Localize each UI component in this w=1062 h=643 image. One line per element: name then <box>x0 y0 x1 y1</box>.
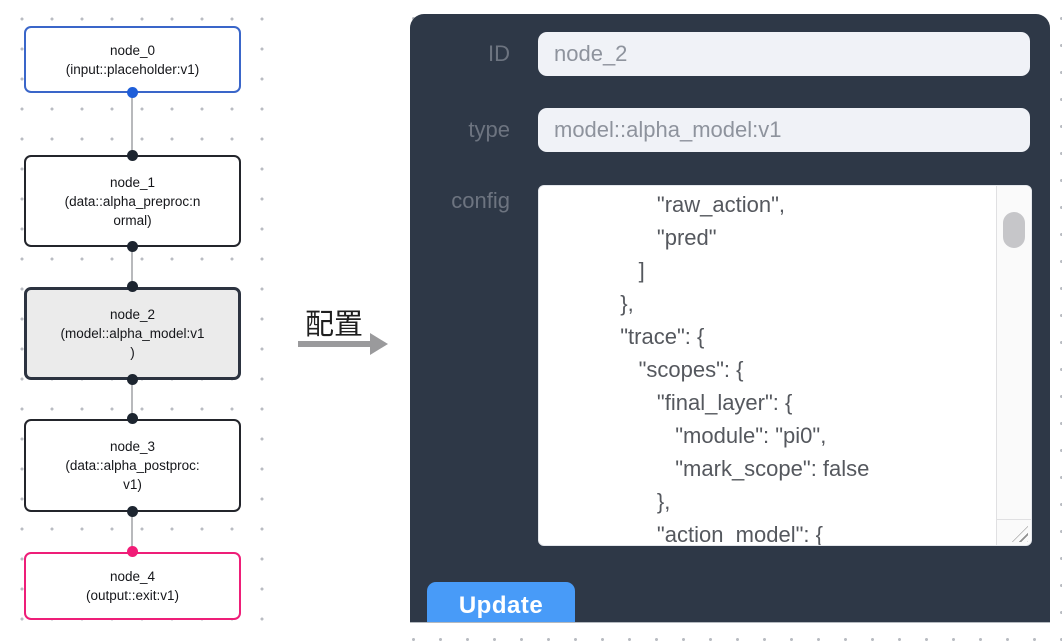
node-config-panel: ID type config "raw_action", "pred" ] },… <box>410 14 1050 622</box>
port-node_2-input[interactable] <box>127 281 138 292</box>
port-node_2-output[interactable] <box>127 374 138 385</box>
node-label-line: (model::alpha_model:v1 <box>60 326 205 341</box>
node-label-line: node_3 <box>109 439 156 454</box>
port-node_1-output[interactable] <box>127 241 138 252</box>
config-field-label: config <box>451 188 510 213</box>
flow-node-node_2-selected[interactable]: node_2 (model::alpha_model:v1 ) <box>24 287 241 380</box>
resize-handle-icon[interactable] <box>1012 526 1028 542</box>
config-json-text[interactable]: "raw_action", "pred" ] }, "trace": { "sc… <box>620 192 870 545</box>
node-label-line: (output::exit:v1) <box>85 588 180 603</box>
flow-edge <box>131 247 133 287</box>
id-field-label: ID <box>488 41 510 66</box>
node-label-line: node_2 <box>109 307 156 322</box>
flow-canvas: node_0 (input::placeholder:v1) node_1 (d… <box>0 0 283 643</box>
flow-edge <box>131 380 133 419</box>
port-node_3-input[interactable] <box>127 413 138 424</box>
node-label-line: (input::placeholder:v1) <box>65 61 200 77</box>
config-resize-corner <box>996 519 1031 545</box>
flow-node-node_3[interactable]: node_3 (data::alpha_postproc: v1) <box>24 419 241 512</box>
config-scrollbar-track[interactable] <box>996 186 1031 519</box>
node-label-line: ormal) <box>113 212 152 228</box>
flow-edge <box>131 93 133 155</box>
id-input[interactable] <box>538 32 1030 76</box>
node-label-line: (data::alpha_preproc:n <box>64 193 201 209</box>
node-label-line: v1) <box>123 477 142 492</box>
flow-node-node_1[interactable]: node_1 (data::alpha_preproc:n ormal) <box>24 155 241 247</box>
right-arrow-icon <box>370 333 388 355</box>
panel-canvas: ID type config "raw_action", "pred" ] },… <box>393 0 1062 643</box>
flow-edge <box>131 512 133 552</box>
type-field-label: type <box>468 117 510 142</box>
update-button[interactable]: Update <box>427 582 575 622</box>
node-label-line: (data::alpha_postproc: <box>65 458 200 473</box>
node-label-line: node_4 <box>109 569 156 584</box>
node-label-line: node_1 <box>109 174 156 190</box>
node-label-line: node_0 <box>109 42 156 58</box>
flow-node-node_4[interactable]: node_4 (output::exit:v1) <box>24 552 241 620</box>
node-label-line: ) <box>130 345 135 360</box>
type-input[interactable] <box>538 108 1030 152</box>
port-node_3-output[interactable] <box>127 506 138 517</box>
right-arrow-icon <box>298 341 370 347</box>
config-scrollbar-thumb[interactable] <box>1003 212 1025 248</box>
flow-node-node_0[interactable]: node_0 (input::placeholder:v1) <box>24 26 241 93</box>
port-node_4-input[interactable] <box>127 546 138 557</box>
port-node_1-input[interactable] <box>127 150 138 161</box>
configure-annotation-label: 配置 <box>304 309 363 341</box>
config-editor[interactable]: "raw_action", "pred" ] }, "trace": { "sc… <box>538 185 1032 546</box>
port-node_0-output[interactable] <box>127 87 138 98</box>
